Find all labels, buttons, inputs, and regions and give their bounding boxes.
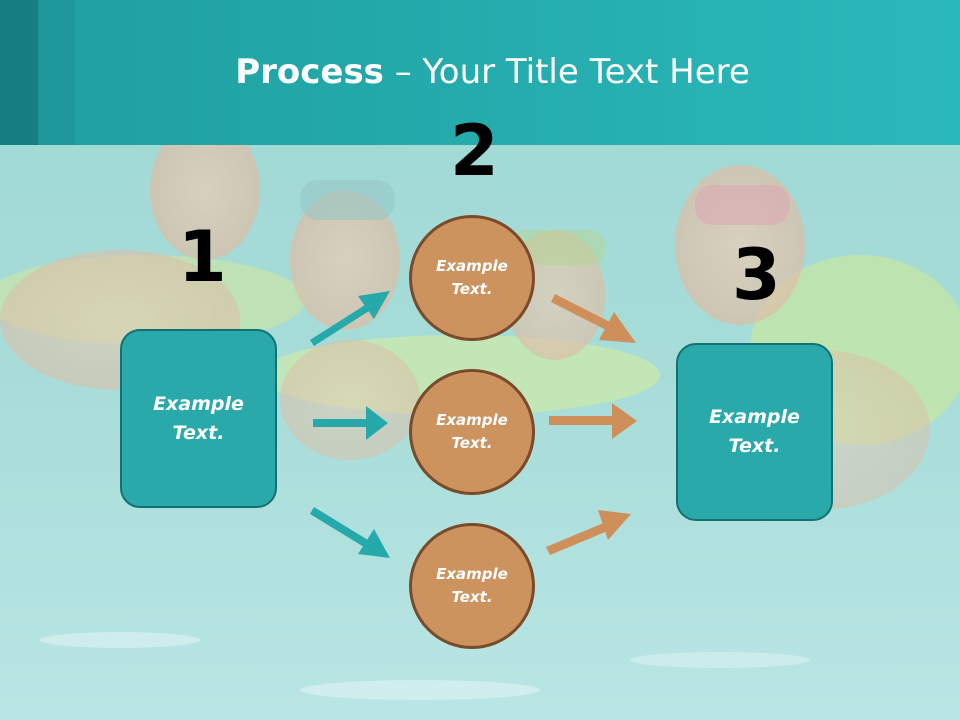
arrow-right-orange — [549, 403, 637, 439]
arrow-down-right-teal — [310, 507, 390, 558]
circle-middle-line-2: Text. — [451, 434, 493, 452]
circle-middle-line-1: Example — [436, 411, 508, 429]
left-box-line-2: Text. — [172, 421, 225, 444]
banner-accent-stripe-1 — [0, 0, 38, 145]
arrow-up-right-teal — [310, 291, 390, 346]
right-box-line-1: Example — [709, 406, 800, 428]
banner-accent-stripe-2 — [38, 0, 75, 145]
slide-title: Process – Your Title Text Here — [75, 52, 910, 92]
right-step-box: Example Text. — [676, 343, 833, 521]
circle-bottom-line-1: Example — [436, 565, 508, 583]
arrow-down-right-orange — [551, 294, 636, 343]
circle-bottom-line-2: Text. — [451, 588, 493, 606]
left-box-line-1: Example — [153, 392, 244, 415]
circle-step-bottom: Example Text. — [409, 523, 535, 649]
left-step-box: Example Text. — [120, 329, 277, 508]
circle-top-line-1: Example — [436, 257, 508, 275]
circle-top-line-2: Text. — [451, 280, 493, 298]
step-number-1: 1 — [178, 216, 227, 298]
title-banner: Process – Your Title Text Here — [0, 0, 960, 145]
circle-step-top: Example Text. — [409, 215, 535, 341]
right-box-line-2: Text. — [728, 435, 781, 457]
arrow-right-teal — [313, 406, 388, 440]
circle-step-middle: Example Text. — [409, 369, 535, 495]
title-rest: – Your Title Text Here — [383, 52, 750, 92]
title-bold: Process — [235, 52, 384, 92]
arrow-up-right-orange — [546, 510, 631, 555]
step-number-2: 2 — [450, 110, 499, 192]
step-number-3: 3 — [732, 234, 781, 316]
